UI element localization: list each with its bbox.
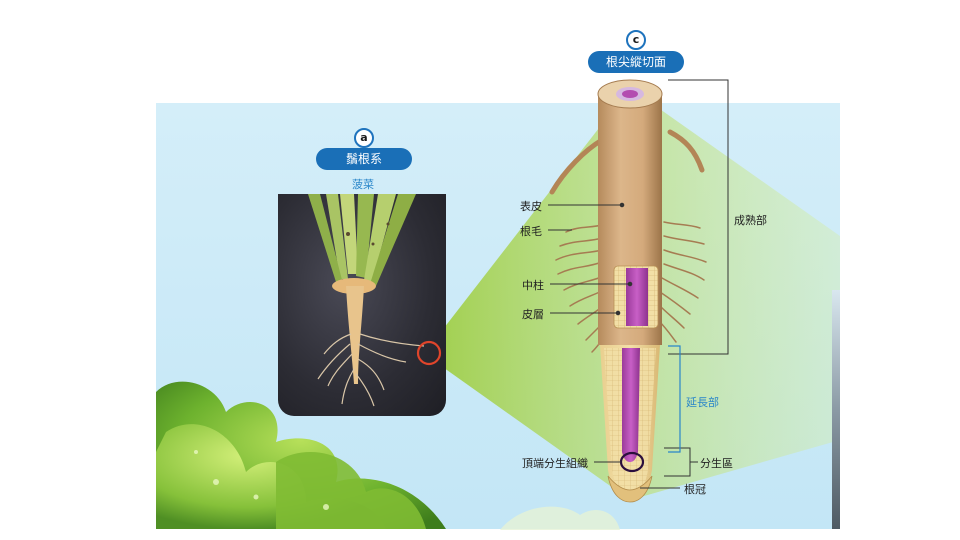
spinach-root-photo xyxy=(278,194,446,416)
lettuce-leaves-decoration xyxy=(156,381,446,529)
label-meristem-zone: 分生區 xyxy=(700,457,733,470)
label-epidermis: 表皮 xyxy=(520,200,542,213)
panel-c-title: 根尖縱切面 xyxy=(588,51,684,73)
panel-a-title: 鬚根系 xyxy=(316,148,412,170)
panel-a-subtitle: 菠菜 xyxy=(352,178,374,191)
magnifier-circle xyxy=(416,340,442,366)
side-photo-strip xyxy=(832,290,840,529)
label-maturation-zone: 成熟部 xyxy=(734,214,767,227)
label-root-cap: 根冠 xyxy=(684,483,706,496)
label-elongation-zone: 延長部 xyxy=(686,396,719,409)
label-root-hair: 根毛 xyxy=(520,225,542,238)
panel-a-badge: a xyxy=(354,128,374,148)
panel-c-badge: c xyxy=(626,30,646,50)
label-stele: 中柱 xyxy=(522,279,544,292)
label-apical-meristem: 頂端分生組織 xyxy=(522,457,588,470)
leaf-decoration-right xyxy=(500,506,620,530)
label-cortex: 皮層 xyxy=(522,308,544,321)
